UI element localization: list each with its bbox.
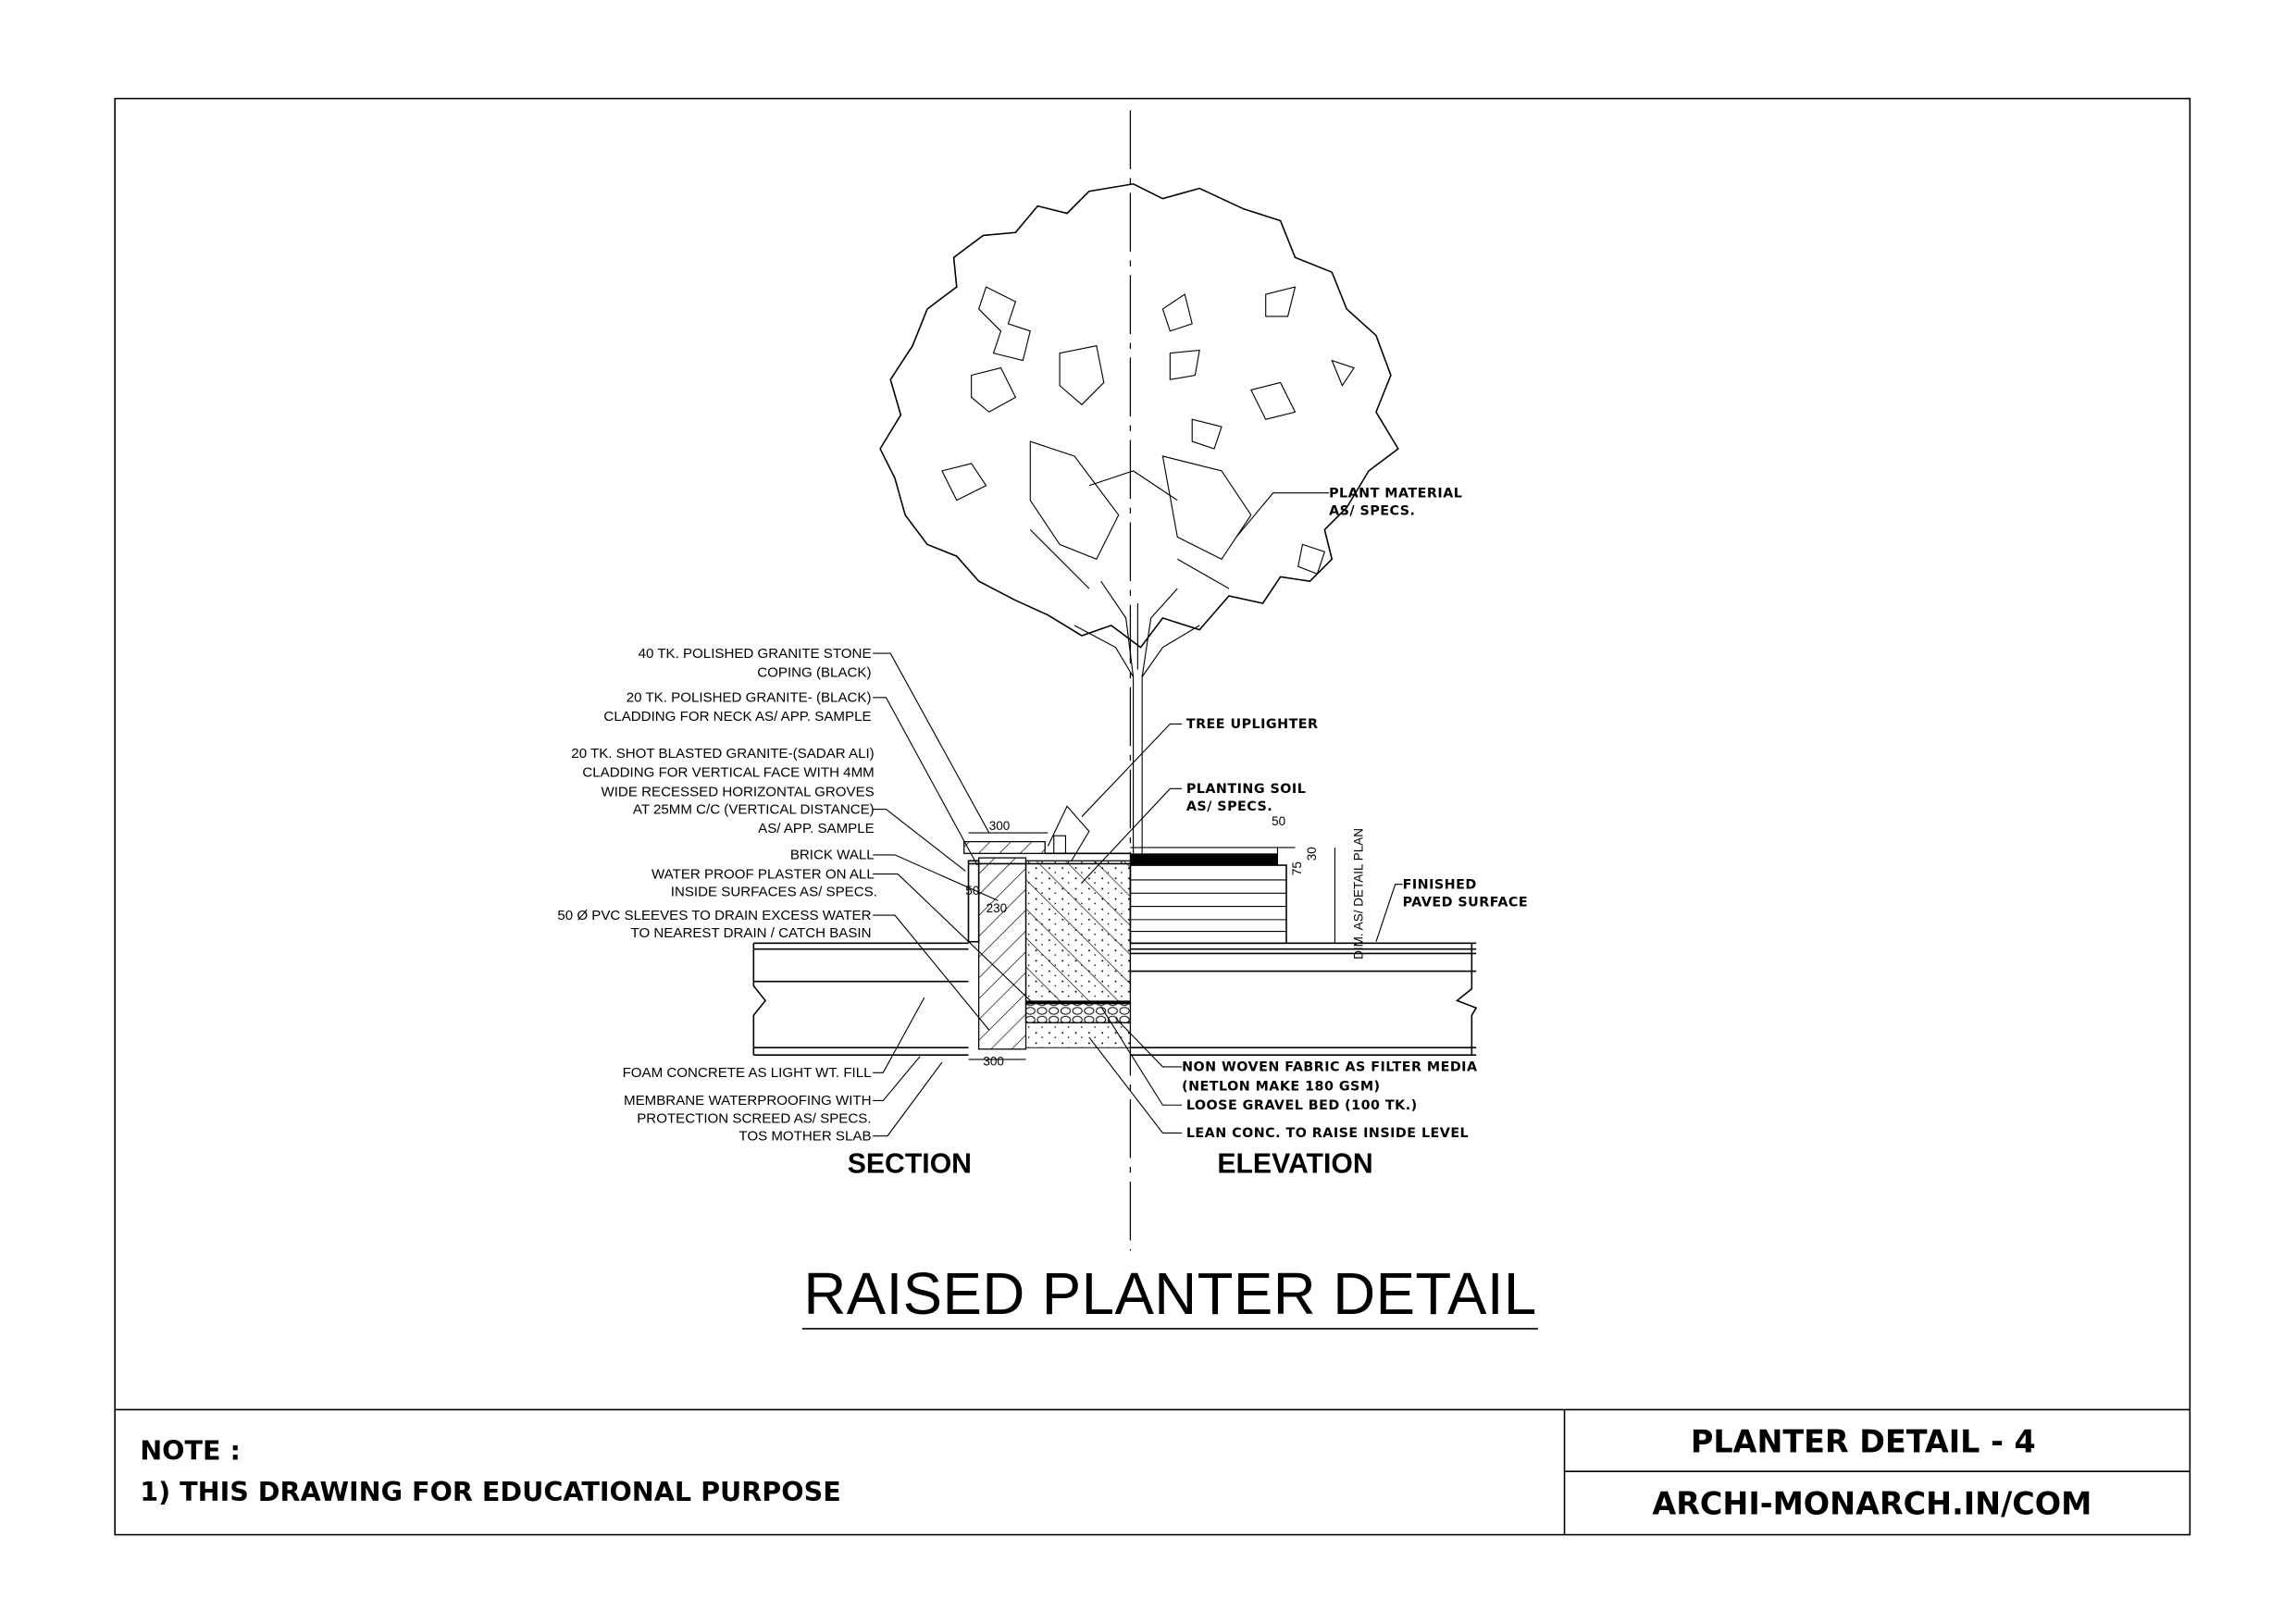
label-foam-concrete: FOAM CONCRETE AS LIGHT WT. FILL — [623, 1065, 872, 1081]
website: ARCHI-MONARCH.IN/COM — [1652, 1485, 2091, 1521]
label-plant-material-2: AS/ SPECS. — [1329, 504, 1415, 519]
label-neck-cladding-2: CLADDING FOR NECK AS/ APP. SAMPLE — [603, 709, 871, 725]
dim-base-width: 300 — [983, 1054, 1004, 1068]
label-membrane-2: PROTECTION SCREED AS/ SPECS. — [637, 1110, 871, 1126]
label-coping-2: COPING (BLACK) — [757, 664, 871, 680]
label-pvc-sleeves-2: TO NEAREST DRAIN / CATCH BASIN — [631, 925, 872, 941]
label-neck-cladding-1: 20 TK. POLISHED GRANITE- (BLACK) — [627, 690, 872, 706]
section-labels: 40 TK. POLISHED GRANITE STONE COPING (BL… — [557, 646, 877, 1145]
dim-75: 75 — [1290, 861, 1304, 875]
dim-coping-width: 300 — [989, 819, 1011, 833]
planter-section — [963, 805, 1132, 1050]
sheet-title: PLANTER DETAIL - 4 — [1691, 1424, 2036, 1460]
label-tos-slab: TOS MOTHER SLAB — [738, 1128, 871, 1144]
label-face-cladding-5: AS/ APP. SAMPLE — [758, 821, 875, 836]
label-face-cladding-1: 20 TK. SHOT BLASTED GRANITE-(SADAR ALI) — [571, 746, 874, 762]
dim-30: 30 — [1305, 847, 1319, 861]
label-non-woven-2: (NETLON MAKE 180 GSM) — [1182, 1079, 1380, 1094]
note-item-1: 1) THIS DRAWING FOR EDUCATIONAL PURPOSE — [140, 1476, 841, 1507]
dim-wall: 230 — [987, 901, 1008, 915]
elevation-labels: PLANT MATERIAL AS/ SPECS. TREE UPLIGHTER… — [1182, 486, 1528, 1141]
leader-lines — [873, 492, 1403, 1137]
dim-neck: 50 — [965, 884, 979, 898]
view-title-elevation: ELEVATION — [1217, 1148, 1372, 1179]
dim-height-note: DIM. AS/ DETAIL PLAN — [1352, 828, 1366, 960]
label-waterproof-plaster-2: INSIDE SURFACES AS/ SPECS. — [671, 884, 877, 899]
label-face-cladding-4: AT 25MM C/C (VERTICAL DISTANCE) — [633, 801, 875, 817]
planter-elevation — [1129, 847, 1336, 945]
note-heading: NOTE : — [140, 1434, 241, 1466]
label-non-woven-1: NON WOVEN FABRIC AS FILTER MEDIA — [1182, 1060, 1477, 1075]
label-planting-soil-2: AS/ SPECS. — [1186, 799, 1272, 814]
label-membrane-1: MEMBRANE WATERPROOFING WITH — [624, 1093, 872, 1109]
label-waterproof-plaster-1: WATER PROOF PLASTER ON ALL — [652, 866, 875, 882]
drawing-title: RAISED PLANTER DETAIL — [803, 1261, 1536, 1327]
label-face-cladding-3: WIDE RECESSED HORIZONTAL GROVES — [602, 784, 875, 799]
label-tree-uplighter: TREE UPLIGHTER — [1186, 717, 1319, 732]
label-finished-paved-2: PAVED SURFACE — [1403, 896, 1529, 911]
label-face-cladding-2: CLADDING FOR VERTICAL FACE WITH 4MM — [582, 765, 874, 781]
label-coping-1: 40 TK. POLISHED GRANITE STONE — [639, 646, 872, 662]
dim-bench-lip: 50 — [1272, 814, 1285, 828]
dimensions: 300 50 230 300 50 75 30 DIM. AS/ DETAIL … — [965, 814, 1365, 1068]
label-finished-paved-1: FINISHED — [1403, 877, 1477, 892]
sheet-border — [114, 97, 2191, 1536]
label-plant-material-1: PLANT MATERIAL — [1329, 486, 1462, 501]
label-brick-wall: BRICK WALL — [790, 848, 875, 863]
tree-symbol — [879, 182, 1399, 854]
label-gravel-bed: LOOSE GRAVEL BED (100 TK.) — [1186, 1098, 1418, 1113]
label-lean-conc: LEAN CONC. TO RAISE INSIDE LEVEL — [1186, 1126, 1469, 1141]
label-planting-soil-1: PLANTING SOIL — [1186, 782, 1306, 797]
view-title-section: SECTION — [848, 1148, 972, 1179]
label-pvc-sleeves-1: 50 Ø PVC SLEEVES TO DRAIN EXCESS WATER — [557, 908, 871, 923]
